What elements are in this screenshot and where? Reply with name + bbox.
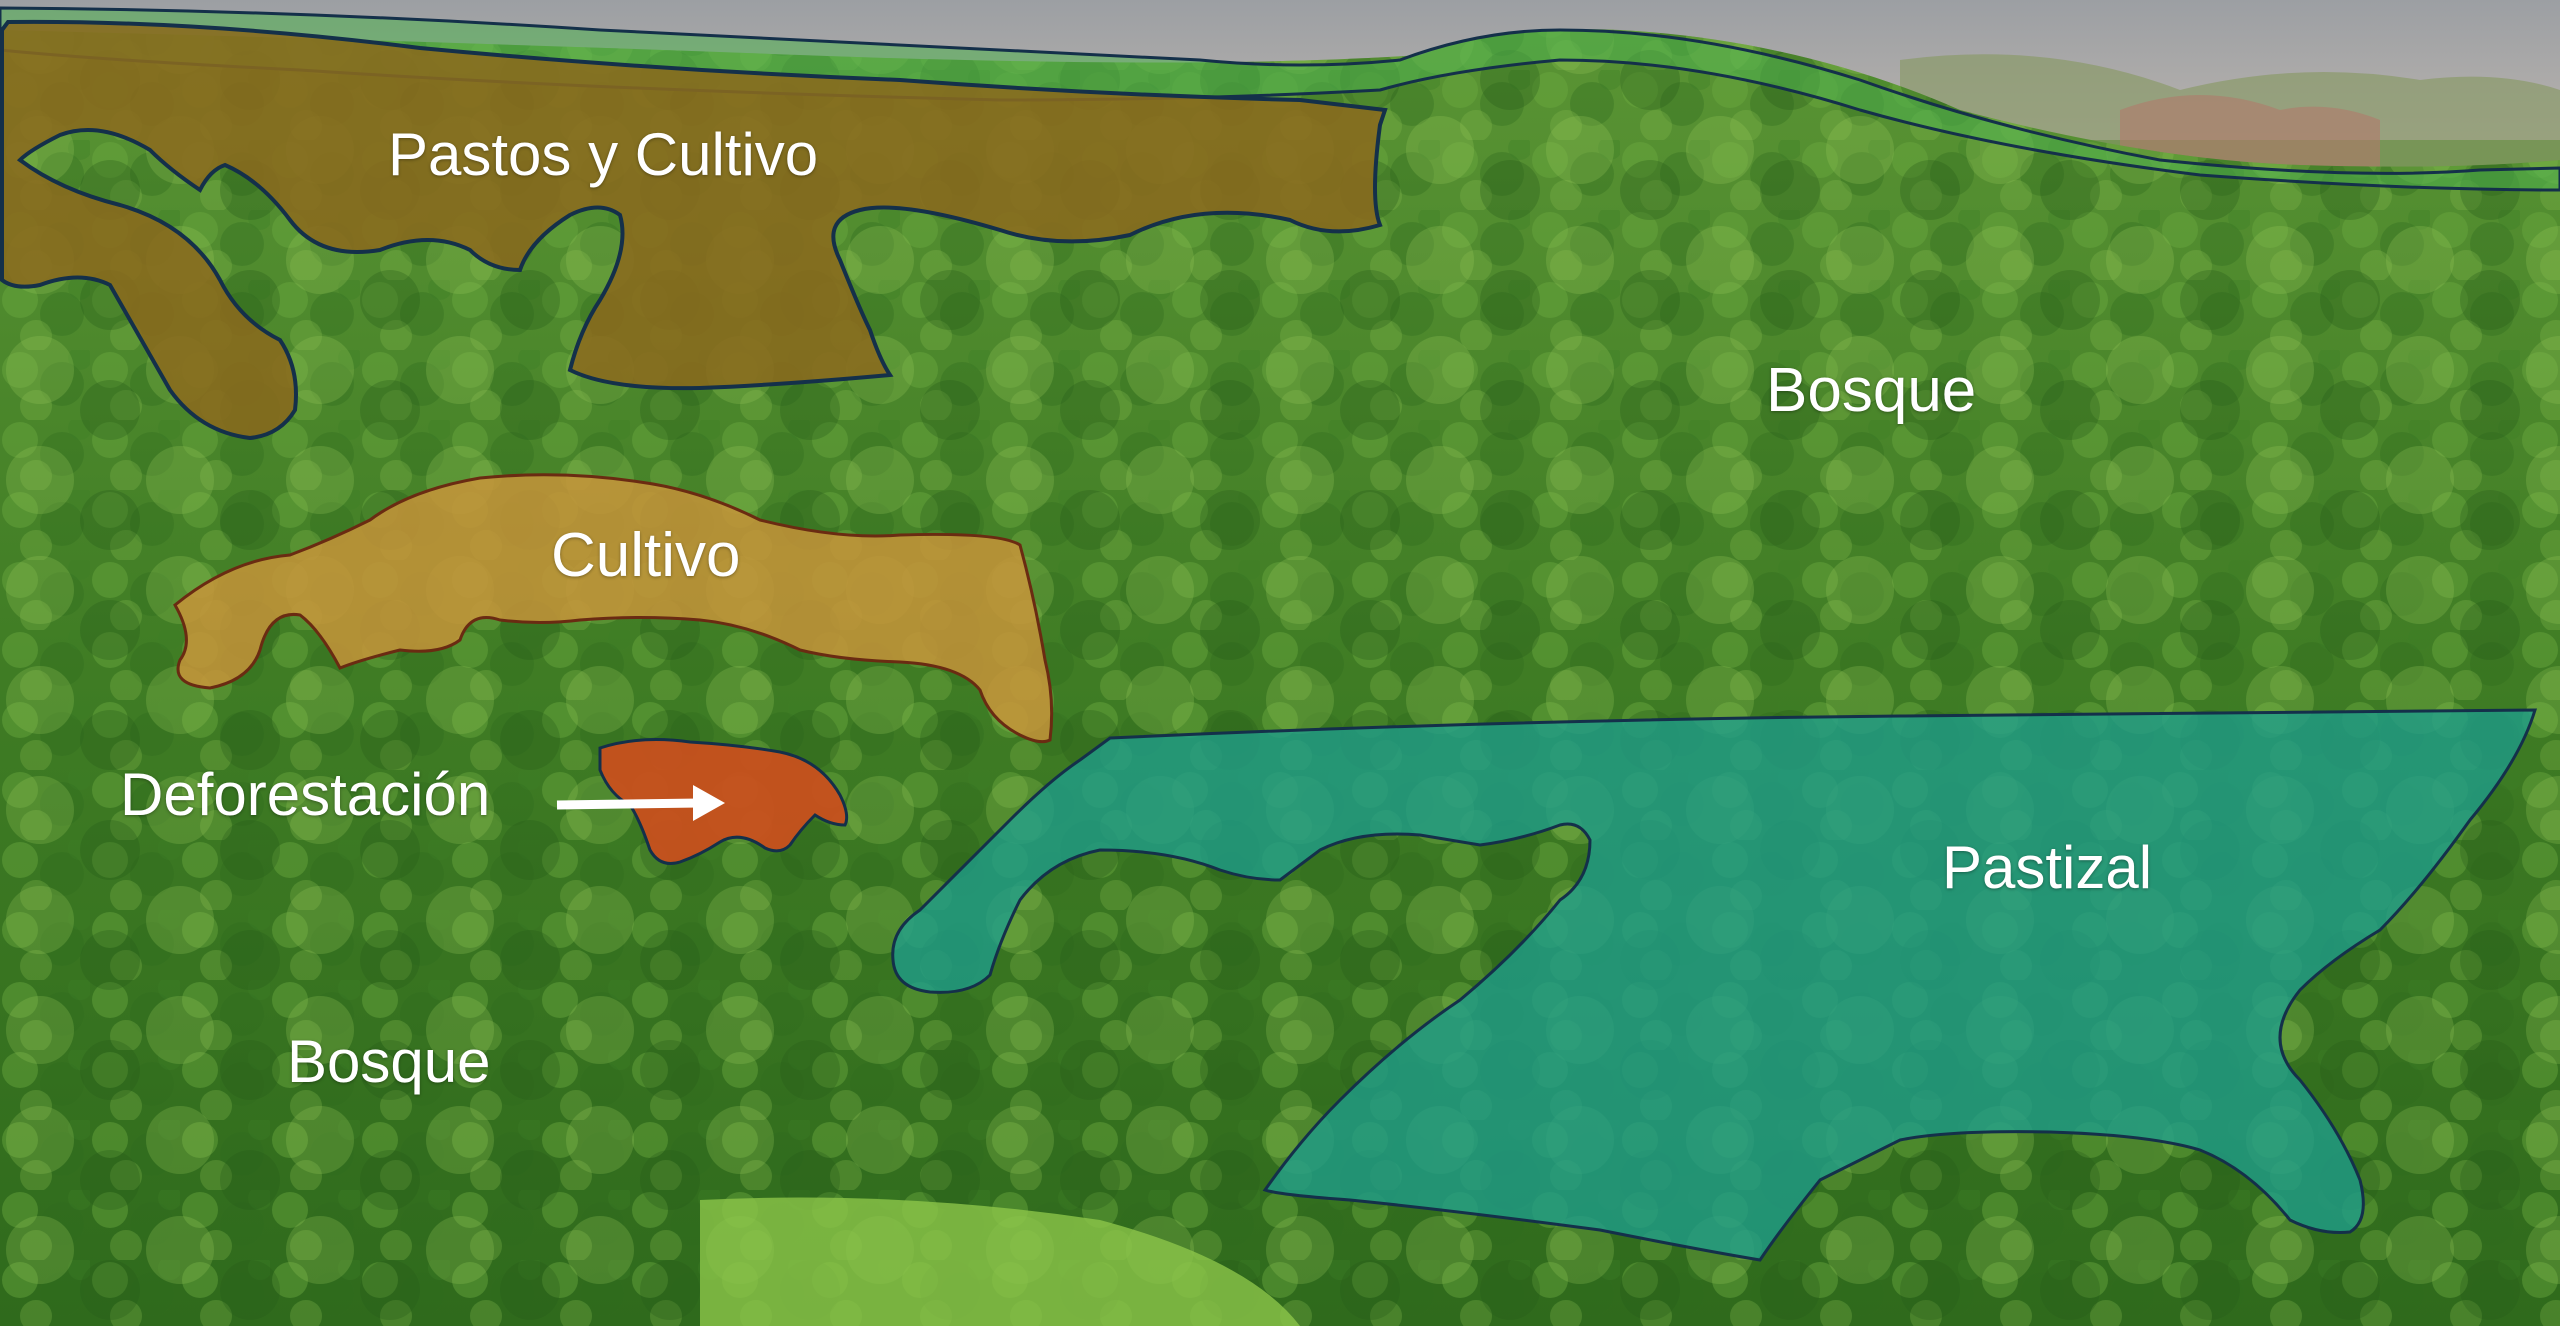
label-cultivo: Cultivo <box>551 521 741 590</box>
label-bosque-bottom: Bosque <box>287 1028 491 1095</box>
cultivo-area <box>173 473 1054 744</box>
bright-grass-patch <box>700 1197 1300 1326</box>
label-deforestacion: Deforestación <box>120 761 491 828</box>
label-pastos-y-cultivo: Pastos y Cultivo <box>388 121 819 188</box>
deforestacion-area <box>598 738 849 865</box>
pastos-y-cultivo-area <box>0 19 1388 441</box>
pointer-arrow-shaft <box>556 798 701 810</box>
label-bosque-top: Bosque <box>1766 356 1977 425</box>
pointer-arrow-head <box>693 785 725 821</box>
label-pastizal: Pastizal <box>1942 834 2153 901</box>
pastizal-area <box>891 708 2538 1262</box>
